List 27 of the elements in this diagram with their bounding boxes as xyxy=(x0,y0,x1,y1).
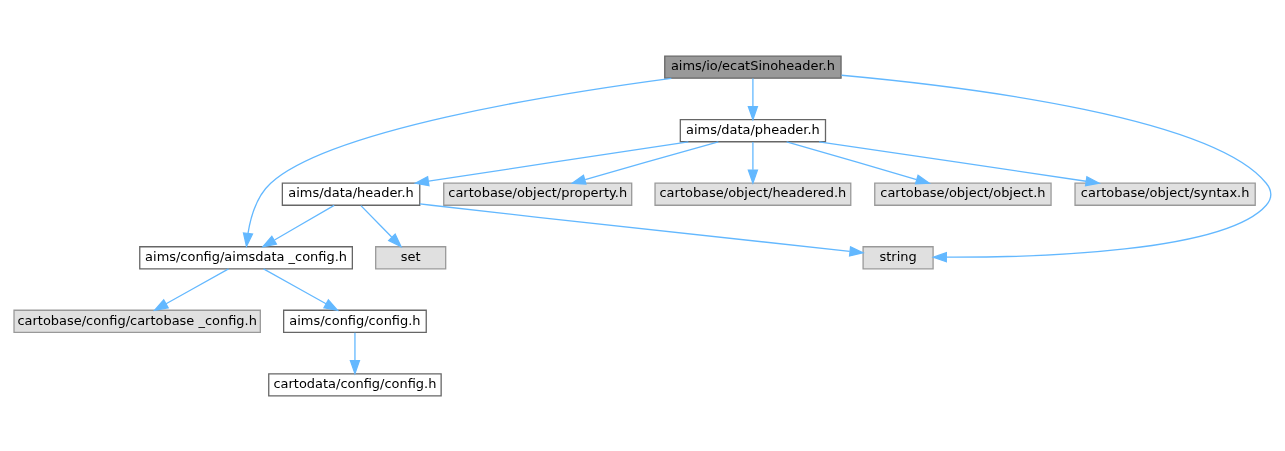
arrow xyxy=(261,204,335,248)
node-box: cartobase/object/headered.h xyxy=(654,182,852,206)
arrow xyxy=(747,77,759,121)
node-box: set xyxy=(375,245,447,269)
node-box: cartobase/object/object.h xyxy=(874,182,1052,206)
node-box: aims/config/aimsdata _config.h xyxy=(139,245,353,269)
arrow xyxy=(818,140,1101,187)
node-box: cartobase/config/cartobase _config.h xyxy=(13,309,261,333)
node-box: cartobase/object/property.h xyxy=(443,182,633,206)
arrow xyxy=(242,77,672,248)
arrow xyxy=(262,267,340,311)
node-box: aims/data/header.h xyxy=(281,182,421,206)
arrow xyxy=(786,140,932,185)
node-box: cartobase/object/syntax.h xyxy=(1074,182,1256,206)
node-box: aims/config/config.h xyxy=(283,309,427,333)
arrow xyxy=(747,140,759,185)
arrow xyxy=(349,331,361,376)
arrow xyxy=(413,140,689,187)
arrow xyxy=(840,74,1272,263)
arrow xyxy=(419,202,865,257)
arrow xyxy=(152,267,230,311)
node-box: aims/data/pheader.h xyxy=(679,118,827,142)
arrow xyxy=(360,204,403,248)
node-box: string xyxy=(862,245,934,269)
node-box: aims/io/ecatSinoheader.h xyxy=(664,55,842,79)
arrow xyxy=(570,140,719,185)
node-box: cartodata/config/config.h xyxy=(268,372,442,396)
